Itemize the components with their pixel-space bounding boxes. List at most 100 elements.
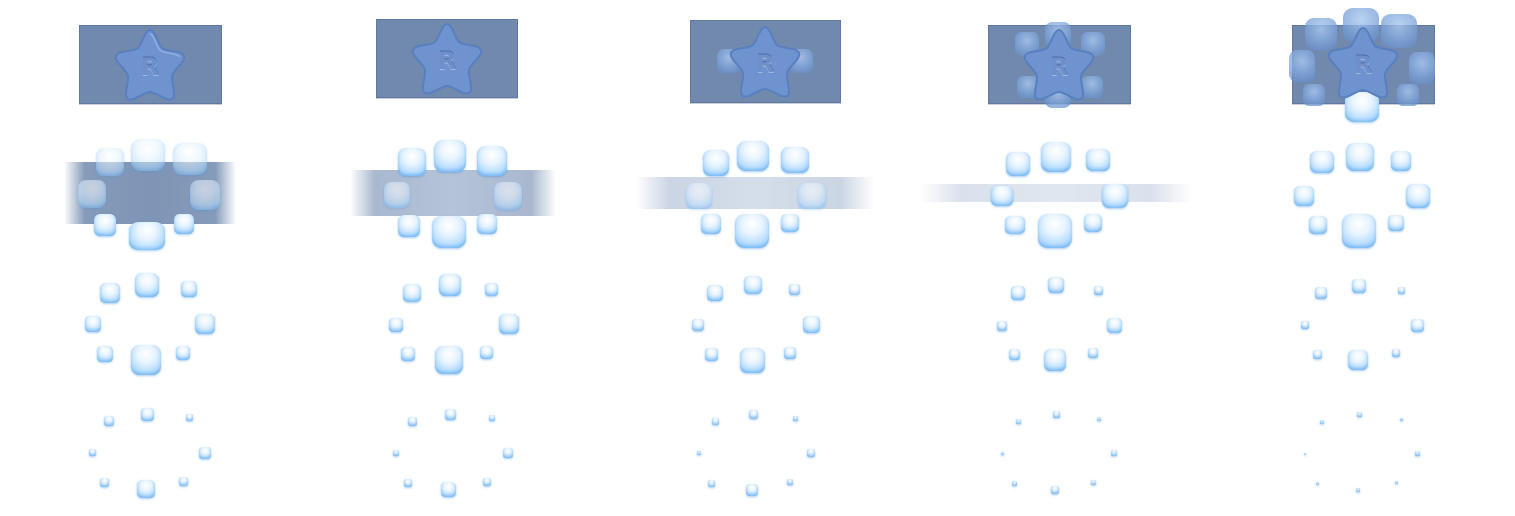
logo-panel-frame-5: R [1289, 8, 1435, 122]
gem-icon [737, 141, 769, 171]
gem-icon [1005, 216, 1025, 234]
gem-icon [1111, 450, 1117, 456]
gem-icon [1094, 286, 1103, 295]
gem-icon [789, 284, 800, 295]
gem-icon [1294, 186, 1314, 206]
gem-icon [477, 146, 507, 176]
gem-icon [793, 416, 798, 421]
gem-icon [1006, 152, 1030, 176]
gem-icon [480, 346, 493, 359]
gem-icon [712, 418, 719, 425]
gem-icon [384, 182, 410, 208]
gem-icon [1409, 52, 1435, 84]
gem-icon [131, 345, 161, 375]
gem-icon [1051, 486, 1059, 494]
logo-panel-frame-1: R [79, 25, 222, 104]
gem-icon [1016, 419, 1021, 424]
gem-icon [97, 346, 113, 362]
star-icon [729, 25, 801, 98]
logo-panel-frame-4: R [988, 22, 1131, 108]
gem-icon [393, 450, 399, 456]
gem-icon [445, 409, 456, 420]
gem-icon [100, 283, 120, 303]
logo-panel-frame-2: R [376, 19, 518, 98]
gem-icon [1084, 214, 1102, 232]
gem-icon [1316, 482, 1319, 485]
gem-icon [1381, 14, 1417, 48]
gem-icon [389, 318, 403, 332]
motion-blur-band [636, 177, 874, 209]
gem-icon [100, 478, 109, 487]
gem-icon [1081, 76, 1103, 98]
gem-icon [441, 482, 456, 497]
gem-icon [744, 276, 762, 294]
gem-icon [1001, 452, 1004, 455]
gem-icon [181, 281, 197, 297]
gem-icon [703, 150, 729, 176]
gem-icon [131, 139, 165, 171]
gem-icon [1400, 418, 1403, 421]
gem-icon [485, 283, 498, 296]
gem-icon [1301, 321, 1309, 329]
gem-icon [1398, 287, 1405, 294]
gem-icon [735, 214, 769, 248]
gem-icon [1088, 348, 1098, 358]
star-icon [1023, 28, 1095, 101]
gem-icon [477, 214, 497, 234]
gem-icon [1011, 286, 1025, 300]
gem-icon [94, 214, 116, 236]
gem-icon [1048, 277, 1064, 293]
star-icon [411, 22, 483, 95]
gem-icon [1038, 214, 1072, 248]
gem-icon [141, 408, 154, 421]
gem-icon [173, 143, 207, 175]
gem-icon [686, 183, 712, 209]
gem-icon [401, 347, 415, 361]
gem-icon [707, 285, 723, 301]
gem-icon [176, 346, 190, 360]
gem-icon [174, 214, 194, 234]
gem-icon [1406, 184, 1430, 208]
gem-icon [701, 214, 721, 234]
gem-icon [434, 140, 466, 172]
gem-icon [190, 180, 220, 210]
gem-icon [435, 346, 463, 374]
gem-icon [708, 480, 715, 487]
gem-icon [997, 321, 1007, 331]
gem-icon [1397, 84, 1419, 106]
gem-icon [404, 479, 412, 487]
gem-icon [499, 314, 519, 334]
gem-icon [1304, 453, 1306, 455]
gem-icon [1348, 350, 1368, 370]
gem-icon [1086, 149, 1110, 171]
gem-icon [807, 449, 815, 457]
gem-icon [1289, 50, 1315, 82]
gem-icon [1017, 76, 1039, 98]
gem-icon [1392, 349, 1400, 357]
gem-icon [1352, 279, 1366, 293]
gem-icon [705, 348, 718, 361]
gem-icon [1313, 350, 1322, 359]
gem-icon [1041, 142, 1071, 172]
gem-icon [195, 314, 215, 334]
motion-blur-band [920, 184, 1192, 202]
gem-icon [1388, 215, 1404, 231]
gem-icon [439, 274, 461, 296]
gem-icon [483, 478, 491, 486]
gem-icon [179, 477, 188, 486]
gem-icon [1044, 349, 1066, 371]
gem-icon [408, 417, 417, 426]
gem-icon [1346, 143, 1374, 171]
gem-icon [991, 186, 1013, 206]
gem-icon [89, 449, 96, 456]
gem-icon [1320, 420, 1324, 424]
gem-icon [1309, 216, 1327, 234]
gem-icon [1395, 481, 1398, 484]
gem-icon [104, 416, 114, 426]
gem-icon [1345, 92, 1379, 122]
gem-icon [798, 183, 826, 209]
star-icon [1327, 26, 1399, 99]
gem-icon [1303, 84, 1325, 106]
gem-icon [1415, 451, 1420, 456]
gem-icon [1012, 481, 1017, 486]
